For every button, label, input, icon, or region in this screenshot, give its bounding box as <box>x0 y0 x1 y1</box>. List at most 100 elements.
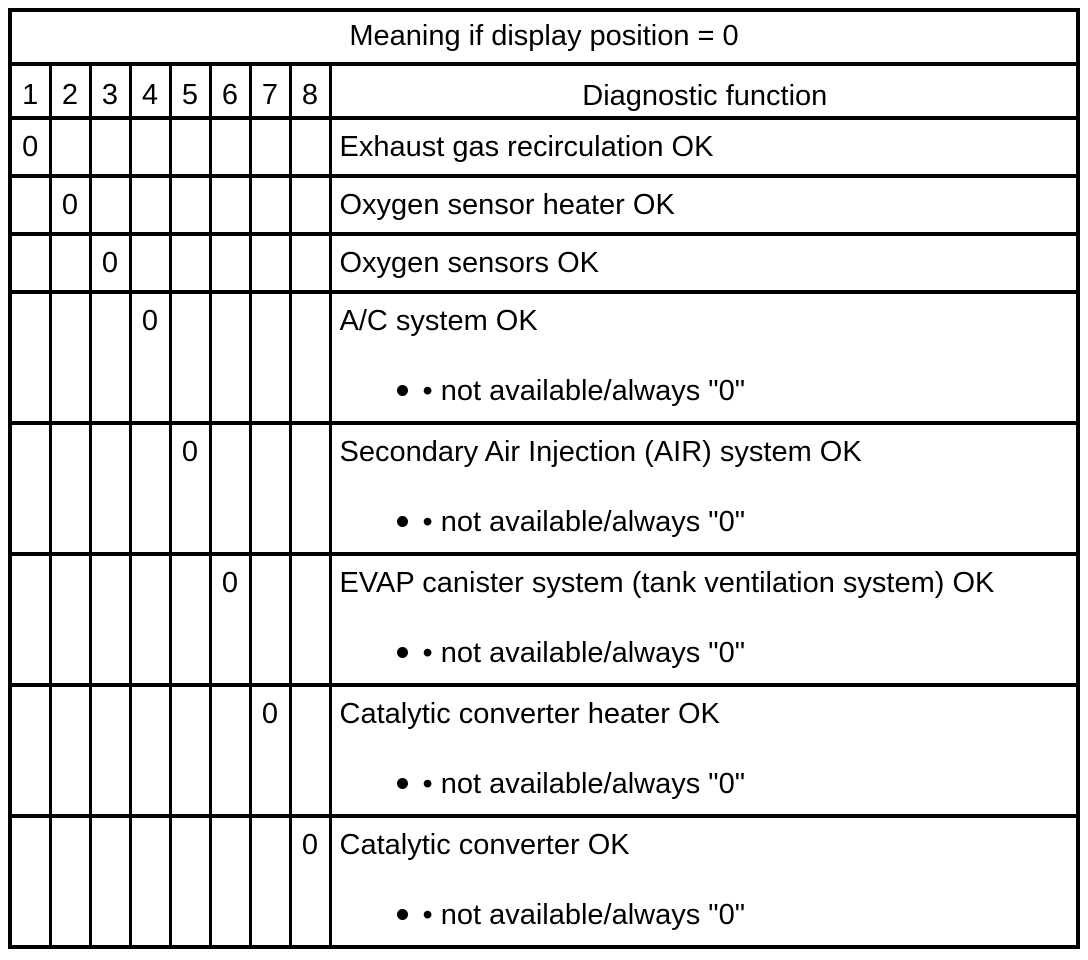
position-cell <box>288 683 332 818</box>
position-cell <box>8 552 52 687</box>
diagnostic-function-label: Catalytic converter heater OK <box>339 698 720 730</box>
position-cell <box>288 116 332 178</box>
note-text: • not available/always "0" <box>422 506 746 539</box>
bullet-icon <box>396 516 408 528</box>
position-cell <box>168 290 212 425</box>
position-cell <box>8 421 52 556</box>
function-cell: A/C system OK • not available/always "0" <box>328 290 1080 425</box>
position-cell <box>168 683 212 818</box>
position-cell <box>8 232 52 294</box>
position-cell <box>88 814 132 949</box>
note-line: • not available/always "0" <box>340 768 1071 801</box>
position-cell <box>8 683 52 818</box>
position-cell <box>248 290 292 425</box>
position-cell <box>288 290 332 425</box>
note-line: • not available/always "0" <box>340 375 1071 408</box>
table-row-position-8: 0 Catalytic converter OK • not available… <box>8 814 1080 949</box>
note-text: • not available/always "0" <box>422 899 746 932</box>
table-row-position-1: 0 Exhaust gas recirculation OK <box>8 116 1080 178</box>
position-cell <box>288 421 332 556</box>
note-text: • not available/always "0" <box>422 637 746 670</box>
table-header-row: 1 2 3 4 5 6 7 8 Diagnostic function <box>8 62 1080 120</box>
position-header-6: 6 <box>208 62 252 120</box>
position-cell <box>88 421 132 556</box>
position-cell <box>48 421 92 556</box>
table-row-position-4: 0 A/C system OK • not available/always "… <box>8 290 1080 425</box>
position-cell <box>248 116 292 178</box>
position-cell <box>208 421 252 556</box>
position-header-7: 7 <box>248 62 292 120</box>
position-value-cell: 0 <box>48 174 92 236</box>
table-row-position-5: 0 Secondary Air Injection (AIR) system O… <box>8 421 1080 556</box>
position-value-cell: 0 <box>168 421 212 556</box>
table-title-row: Meaning if display position = 0 <box>8 8 1080 66</box>
position-cell <box>8 174 52 236</box>
position-cell <box>208 290 252 425</box>
position-cell <box>288 232 332 294</box>
function-cell: EVAP canister system (tank ventilation s… <box>328 552 1080 687</box>
note-line: • not available/always "0" <box>340 899 1071 932</box>
position-cell <box>88 683 132 818</box>
bullet-icon <box>396 385 408 397</box>
position-cell <box>48 552 92 687</box>
position-header-3: 3 <box>88 62 132 120</box>
note-text: • not available/always "0" <box>422 768 746 801</box>
position-cell <box>288 552 332 687</box>
function-cell: Oxygen sensor heater OK <box>328 174 1080 236</box>
position-header-5: 5 <box>168 62 212 120</box>
diagnostic-function-label: Secondary Air Injection (AIR) system OK <box>339 436 862 468</box>
function-cell: Exhaust gas recirculation OK <box>328 116 1080 178</box>
diagnostic-function-label: Exhaust gas recirculation OK <box>339 131 714 163</box>
position-cell <box>168 814 212 949</box>
position-cell <box>128 683 172 818</box>
note-text: • not available/always "0" <box>422 375 746 408</box>
position-cell <box>128 116 172 178</box>
note-line: • not available/always "0" <box>340 637 1071 670</box>
table-row-position-3: 0 Oxygen sensors OK <box>8 232 1080 294</box>
position-value-cell: 0 <box>208 552 252 687</box>
position-cell <box>248 174 292 236</box>
position-cell <box>208 814 252 949</box>
position-cell <box>208 683 252 818</box>
position-header-8: 8 <box>288 62 332 120</box>
position-cell <box>88 116 132 178</box>
position-cell <box>208 116 252 178</box>
position-cell <box>168 552 212 687</box>
position-cell <box>128 814 172 949</box>
function-cell: Catalytic converter OK • not available/a… <box>328 814 1080 949</box>
position-cell <box>48 814 92 949</box>
diagnostic-function-label: A/C system OK <box>339 305 538 337</box>
position-value-cell: 0 <box>8 116 52 178</box>
position-cell <box>48 232 92 294</box>
position-cell <box>48 683 92 818</box>
position-value-cell: 0 <box>288 814 332 949</box>
position-cell <box>248 814 292 949</box>
position-cell <box>48 290 92 425</box>
diagnostic-function-label: Oxygen sensors OK <box>339 247 600 279</box>
position-value-cell: 0 <box>248 683 292 818</box>
position-header-4: 4 <box>128 62 172 120</box>
position-header-2: 2 <box>48 62 92 120</box>
diagnostic-function-label: EVAP canister system (tank ventilation s… <box>339 567 995 599</box>
bullet-icon <box>396 778 408 790</box>
position-cell <box>248 421 292 556</box>
bullet-icon <box>396 909 408 921</box>
position-cell <box>248 552 292 687</box>
bullet-icon <box>396 647 408 659</box>
position-cell <box>168 116 212 178</box>
position-cell <box>128 552 172 687</box>
position-cell <box>248 232 292 294</box>
diagnostic-function-label: Oxygen sensor heater OK <box>339 189 675 221</box>
diagnostic-function-label: Catalytic converter OK <box>339 829 630 861</box>
function-cell: Oxygen sensors OK <box>328 232 1080 294</box>
diagnostic-table: Meaning if display position = 0 1 2 3 4 … <box>8 8 1081 949</box>
table-row-position-7: 0 Catalytic converter heater OK • not av… <box>8 683 1080 818</box>
position-cell <box>8 290 52 425</box>
position-cell <box>208 232 252 294</box>
function-cell: Secondary Air Injection (AIR) system OK … <box>328 421 1080 556</box>
table-row-position-2: 0 Oxygen sensor heater OK <box>8 174 1080 236</box>
position-cell <box>128 421 172 556</box>
table-row-position-6: 0 EVAP canister system (tank ventilation… <box>8 552 1080 687</box>
position-cell <box>288 174 332 236</box>
